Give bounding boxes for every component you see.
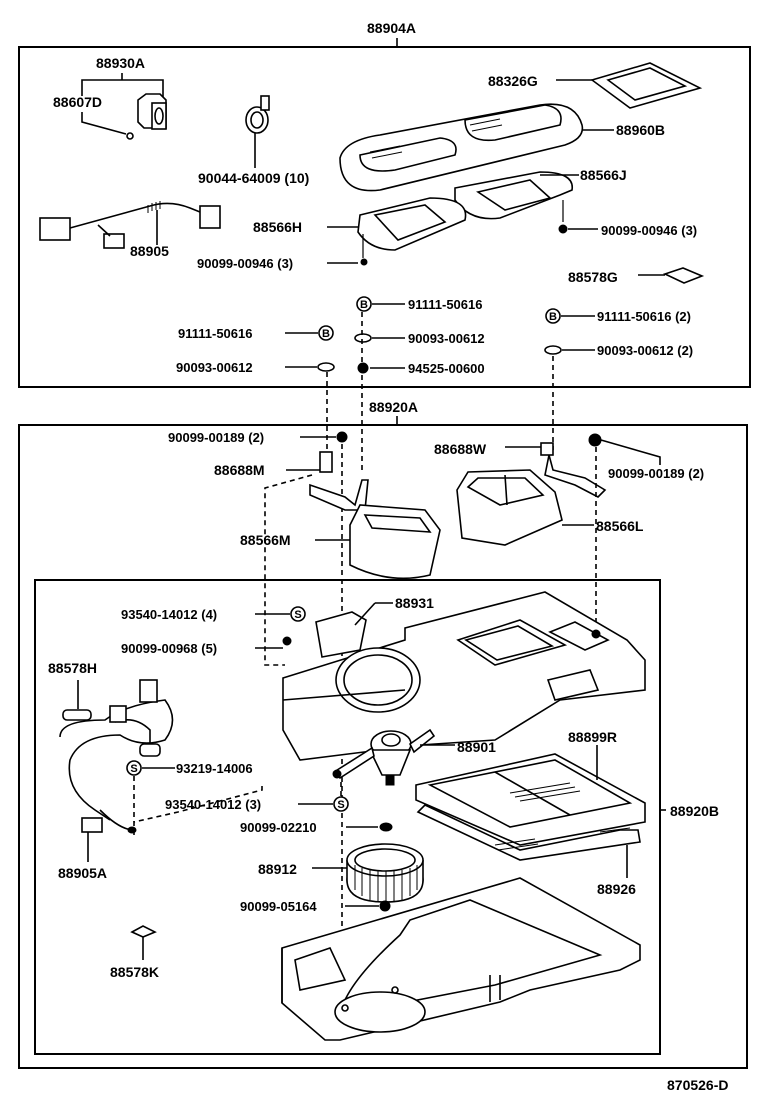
nut-90099-05164: 90099-05164 bbox=[240, 899, 391, 914]
assembly-88920A-frame: 88920A bbox=[18, 399, 748, 1069]
svg-text:S: S bbox=[337, 799, 344, 811]
label-88566J: 88566J bbox=[580, 167, 627, 183]
label-91111-50616-right: 91111-50616 (2) bbox=[597, 309, 691, 324]
svg-text:B: B bbox=[360, 299, 368, 311]
case-lower bbox=[281, 877, 641, 1041]
label-90044-64009: 90044-64009 (10) bbox=[198, 170, 309, 186]
label-93540-14012-4: 93540-14012 (4) bbox=[121, 607, 217, 622]
connector-88578H: 88578H bbox=[48, 660, 97, 721]
screw-90099-00189-right: 90099-00189 (2) bbox=[588, 433, 704, 625]
resistor-88931: 88931 bbox=[315, 595, 434, 658]
fastener-stack-mid: B 91111-50616 90093-00612 94525-00600 bbox=[354, 296, 485, 470]
label-88566H: 88566H bbox=[253, 219, 302, 235]
label-88905A: 88905A bbox=[58, 865, 107, 881]
pad-88578G: 88578G bbox=[568, 267, 705, 285]
label-88905: 88905 bbox=[130, 243, 169, 259]
assembly-88920B-frame: 88920B bbox=[34, 579, 719, 1055]
label-90093-00612-left: 90093-00612 bbox=[176, 360, 253, 375]
switch-88930A: 88930A 88607D bbox=[53, 55, 167, 140]
filter-88926: 88926 bbox=[416, 804, 641, 897]
harness-88905A: 88905A bbox=[58, 679, 174, 881]
label-88566M: 88566M bbox=[240, 532, 291, 548]
motor-88901: 88901 bbox=[332, 728, 496, 786]
bracket-88688W: 88688W bbox=[434, 441, 607, 498]
label-90093-00612-right: 90093-00612 (2) bbox=[597, 343, 693, 358]
svg-text:S: S bbox=[130, 763, 137, 775]
label-88912: 88912 bbox=[258, 861, 297, 877]
duct-88566L: 88566L bbox=[456, 469, 644, 546]
label-90099-00189-left: 90099-00189 (2) bbox=[168, 430, 264, 445]
label-93540-14012-3: 93540-14012 (3) bbox=[165, 797, 261, 812]
clip-90044-64009: 90044-64009 (10) bbox=[198, 95, 309, 186]
fastener-stack-right: B 91111-50616 (2) 90093-00612 (2) bbox=[544, 308, 693, 450]
label-88607D: 88607D bbox=[53, 94, 102, 110]
screw-93540-14012-4: S 93540-14012 (4) bbox=[121, 606, 306, 622]
label-94525-00600: 94525-00600 bbox=[408, 361, 485, 376]
label-88578K: 88578K bbox=[110, 964, 159, 980]
label-88904A: 88904A bbox=[367, 20, 416, 36]
label-90099-00946-right: 90099-00946 (3) bbox=[601, 223, 697, 238]
fan-88912: 88912 bbox=[258, 843, 424, 903]
assembly-88904A-frame: 88904A bbox=[18, 20, 751, 388]
label-90093-00612-mid: 90093-00612 bbox=[408, 331, 485, 346]
label-88926: 88926 bbox=[597, 881, 636, 897]
label-88566L: 88566L bbox=[596, 518, 644, 534]
case-upper bbox=[282, 591, 646, 761]
seal-88566J: 88566J bbox=[454, 167, 627, 220]
label-88578H: 88578H bbox=[48, 660, 97, 676]
screw-90099-00946-right: 90099-00946 (3) bbox=[558, 200, 697, 238]
svg-text:S: S bbox=[294, 609, 301, 621]
label-90099-00946-left: 90099-00946 (3) bbox=[197, 256, 293, 271]
svg-text:B: B bbox=[549, 311, 557, 323]
label-90099-00968: 90099-00968 (5) bbox=[121, 641, 217, 656]
screw-90099-00968: 90099-00968 (5) bbox=[121, 636, 292, 656]
filter-88899R: 88899R bbox=[415, 729, 646, 846]
screw-93219-14006: S 93219-14006 bbox=[126, 760, 263, 835]
label-91111-50616-mid: 91111-50616 bbox=[408, 297, 482, 312]
label-88920A: 88920A bbox=[369, 399, 418, 415]
seal-88566H: 88566H 90099-00946 (3) bbox=[197, 197, 467, 271]
label-93219-14006: 93219-14006 bbox=[176, 761, 253, 776]
label-88688W: 88688W bbox=[434, 441, 487, 457]
label-88688M: 88688M bbox=[214, 462, 265, 478]
harness-88905: 88905 bbox=[39, 201, 221, 259]
label-88901: 88901 bbox=[457, 739, 496, 755]
label-88326G: 88326G bbox=[488, 73, 538, 89]
label-88920B: 88920B bbox=[670, 803, 719, 819]
label-90099-05164: 90099-05164 bbox=[240, 899, 317, 914]
label-90099-00189-right: 90099-00189 (2) bbox=[608, 466, 704, 481]
fastener-stack-left: B 91111-50616 90093-00612 bbox=[176, 325, 335, 460]
screw-93540-14012-3: S 93540-14012 (3) bbox=[165, 782, 349, 812]
label-88960B: 88960B bbox=[616, 122, 665, 138]
pad-88578K: 88578K bbox=[110, 925, 159, 980]
washer-90099-02210: 90099-02210 bbox=[240, 820, 393, 835]
label-88931: 88931 bbox=[395, 595, 434, 611]
lens-88326G: 88326G bbox=[488, 62, 703, 109]
duct-88566M: 88566M bbox=[240, 504, 441, 580]
bracket-88688M: 88688M bbox=[214, 451, 369, 666]
bezel-88960B: 88960B bbox=[339, 103, 665, 192]
screw-90099-00189-left: 90099-00189 (2) bbox=[168, 430, 348, 1000]
svg-text:B: B bbox=[322, 328, 330, 340]
label-88578G: 88578G bbox=[568, 269, 618, 285]
label-88930A: 88930A bbox=[96, 55, 145, 71]
drawing-code: 870526-D bbox=[667, 1077, 729, 1093]
label-88899R: 88899R bbox=[568, 729, 617, 745]
label-91111-50616-left: 91111-50616 bbox=[178, 326, 252, 341]
label-90099-02210: 90099-02210 bbox=[240, 820, 317, 835]
